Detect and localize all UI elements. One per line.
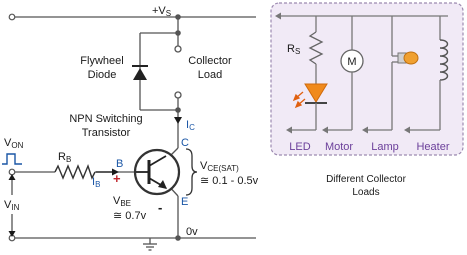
load-label-heater: Heater	[416, 141, 449, 153]
transistor-label: NPN Switching	[69, 113, 142, 125]
lamp-load-icon	[391, 16, 419, 130]
vbe-label: VBE	[113, 195, 131, 208]
loads-caption-2: Loads	[352, 187, 379, 198]
ib-arrow-icon	[96, 168, 119, 176]
terminal-dots	[8, 13, 181, 242]
vce-label: VCE(SAT)	[200, 160, 239, 173]
ib-label: IB	[92, 176, 100, 189]
rs-label: RS	[287, 43, 300, 56]
motor-symbol-label: M	[347, 56, 356, 68]
led-load-icon	[292, 16, 328, 130]
vce-brace-icon	[185, 148, 198, 196]
npn-transistor-symbol	[133, 148, 181, 196]
collector-load-terminals	[174, 45, 182, 99]
collector-loads-panel: RS M LED Motor Lamp Heater	[270, 2, 464, 156]
ground-label: 0v	[186, 226, 198, 238]
base-resistor-symbol	[54, 164, 96, 180]
collector-load-label: Collector	[188, 55, 232, 67]
input-pulse-icon	[2, 153, 22, 165]
vbe-value: ≅ 0.7v	[113, 210, 147, 222]
vbe-plus-sign: +	[113, 171, 121, 186]
load-label-lamp: Lamp	[371, 141, 399, 153]
load-bottom-arrows	[286, 126, 440, 134]
load-label-led: LED	[289, 141, 310, 153]
flywheel-diode-label-2: Diode	[88, 69, 117, 81]
loads-caption: Different Collector	[326, 174, 407, 185]
flywheel-diode-symbol	[132, 65, 148, 80]
transistor-label-2: Transistor	[82, 127, 131, 139]
von-label: VON	[4, 137, 24, 150]
main-circuit-wires	[11, 16, 256, 244]
supply-label: +VS	[152, 5, 171, 18]
ic-arrow-icon	[174, 117, 182, 124]
vin-label: VIN	[4, 199, 20, 212]
collector-load-label-2: Load	[198, 69, 222, 81]
base-resistor-label: RB	[58, 151, 71, 164]
vce-value: ≅ 0.1 - 0.5v	[200, 175, 259, 187]
emitter-terminal-label: E	[181, 196, 188, 208]
ic-label: IC	[186, 119, 195, 132]
ground-icon	[143, 243, 157, 251]
base-terminal-label: B	[116, 158, 123, 170]
heater-load-icon	[439, 16, 449, 130]
flywheel-diode-label: Flywheel	[80, 55, 123, 67]
vbe-minus-sign: -	[158, 200, 162, 215]
collector-terminal-label: C	[181, 137, 189, 149]
vin-arrows-icon	[8, 174, 16, 237]
load-label-motor: Motor	[325, 141, 353, 153]
motor-load-icon	[340, 16, 364, 130]
